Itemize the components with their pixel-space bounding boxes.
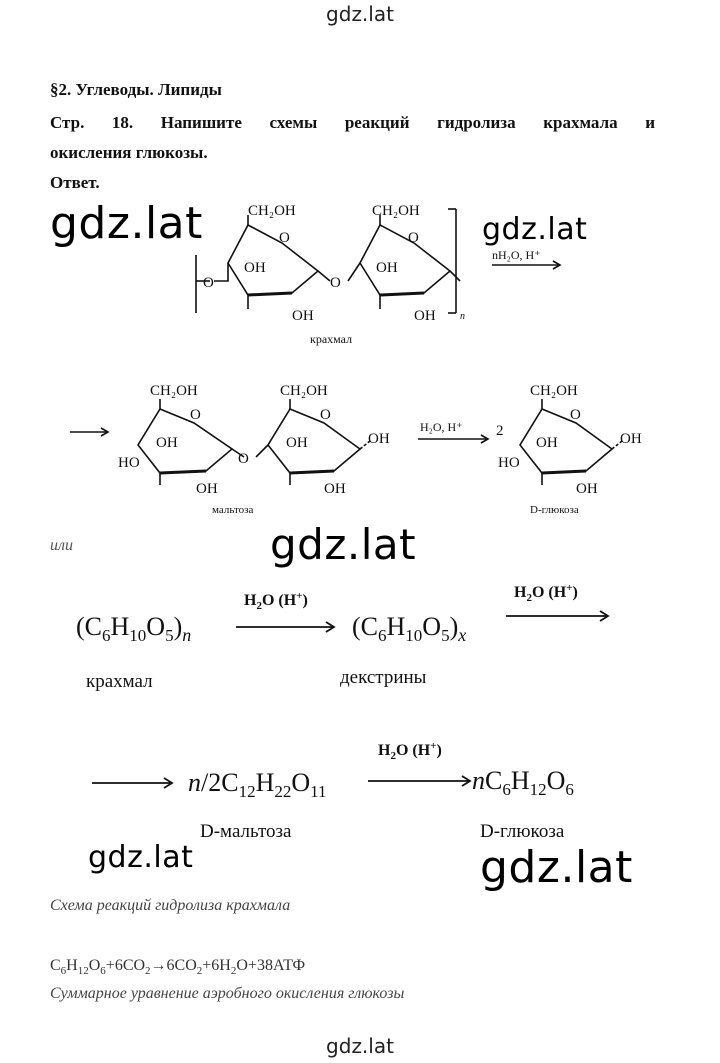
caption-oxidation: Суммарное уравнение аэробного окисления … — [50, 985, 405, 1002]
hydrolysis-structure-diagram: CH₂OH O OH OH O O CH₂OH O OH OH n nH₂O, … — [70, 203, 642, 516]
condition-1: H2O (H+) — [244, 590, 308, 612]
starch-o-ring-2: O — [408, 230, 419, 246]
starch-o-link-left: O — [203, 275, 214, 291]
hydrolysis-text-scheme: (C6H10O5)n H2O (H+) (C6H10O5)x H2O (H+) … — [76, 582, 610, 842]
task-line-1: Стр. 18. Напишите схемы реакций гидролиз… — [50, 113, 655, 132]
maltose-oh-2: OH — [196, 481, 218, 497]
reagent-1: nH₂O, H⁺ — [492, 248, 541, 262]
glucose-oh-1: OH — [536, 435, 558, 451]
condition-2: H2O (H+) — [514, 582, 578, 604]
glucose-oh-3: OH — [620, 431, 642, 447]
glucose-ho: HO — [498, 455, 520, 471]
watermark-1: gdz.lat — [50, 198, 203, 249]
starch-oh-3: OH — [376, 260, 398, 276]
glucose-oh-2: OH — [576, 481, 598, 497]
glucose-formula: nC6H12O6 — [472, 766, 574, 799]
starch-oh-4: OH — [414, 308, 436, 324]
maltose-o-ring-2: O — [320, 407, 331, 423]
starch-oh-1: OH — [244, 260, 266, 276]
oxidation-equation: C6H12O6+6CO2→6CO2+6H2O+38АТФ — [50, 957, 306, 978]
reagent-2: H₂O, H⁺ — [420, 420, 463, 434]
glucose-name: D-глюкоза — [480, 821, 565, 842]
starch-o-ring-1: O — [279, 230, 290, 246]
maltose-label: мальтоза — [212, 504, 253, 516]
maltose-ch2oh-2: CH₂OH — [280, 383, 328, 399]
site-footer: gdz.lat — [326, 1034, 394, 1058]
maltose-name: D-мальтоза — [200, 821, 292, 842]
glucose-coefficient: 2 — [496, 423, 504, 439]
task-line-2: окисления глюкозы. — [50, 143, 208, 162]
maltose-oh-4: OH — [324, 481, 346, 497]
site-header: gdz.lat — [326, 2, 394, 26]
starch-name: крахмал — [86, 671, 153, 692]
watermark-2: gdz.lat — [482, 212, 588, 247]
maltose-o-ring-1: O — [190, 407, 201, 423]
watermark-4: gdz.lat — [88, 840, 194, 875]
starch-oh-2: OH — [292, 308, 314, 324]
maltose-oh-1: OH — [156, 435, 178, 451]
answer-label: Ответ. — [50, 173, 100, 192]
condition-3: H2O (H+) — [378, 740, 442, 762]
starch-ch2oh-2: CH₂OH — [372, 203, 420, 219]
maltose-oh-5: OH — [368, 431, 390, 447]
glucose-label-small: D-глюкоза — [530, 504, 579, 516]
caption-hydrolysis: Схема реакций гидролиза крахмала — [50, 897, 291, 914]
maltose-oh-3: OH — [286, 435, 308, 451]
starch-label: крахмал — [310, 332, 352, 346]
maltose-ch2oh-1: CH₂OH — [150, 383, 198, 399]
starch-o-bridge: O — [330, 275, 341, 291]
glucose-ch2oh: CH₂OH — [530, 383, 578, 399]
glucose-o-ring: O — [570, 407, 581, 423]
dextrin-formula: (C6H10O5)x — [352, 612, 466, 645]
maltose-ho: HO — [118, 455, 140, 471]
watermark-3: gdz.lat — [270, 520, 417, 569]
maltose-formula: n/2C12H22O11 — [188, 768, 327, 801]
watermark-5: gdz.lat — [480, 842, 633, 893]
dextrin-name: декстрины — [340, 667, 427, 688]
starch-subscript-n: n — [460, 311, 465, 322]
section-title: §2. Углеводы. Липиды — [50, 80, 222, 99]
maltose-o-bridge: O — [238, 451, 249, 467]
or-text: или — [50, 537, 73, 554]
starch-ch2oh-1: CH₂OH — [248, 203, 296, 219]
starch-formula: (C6H10O5)n — [76, 612, 191, 645]
